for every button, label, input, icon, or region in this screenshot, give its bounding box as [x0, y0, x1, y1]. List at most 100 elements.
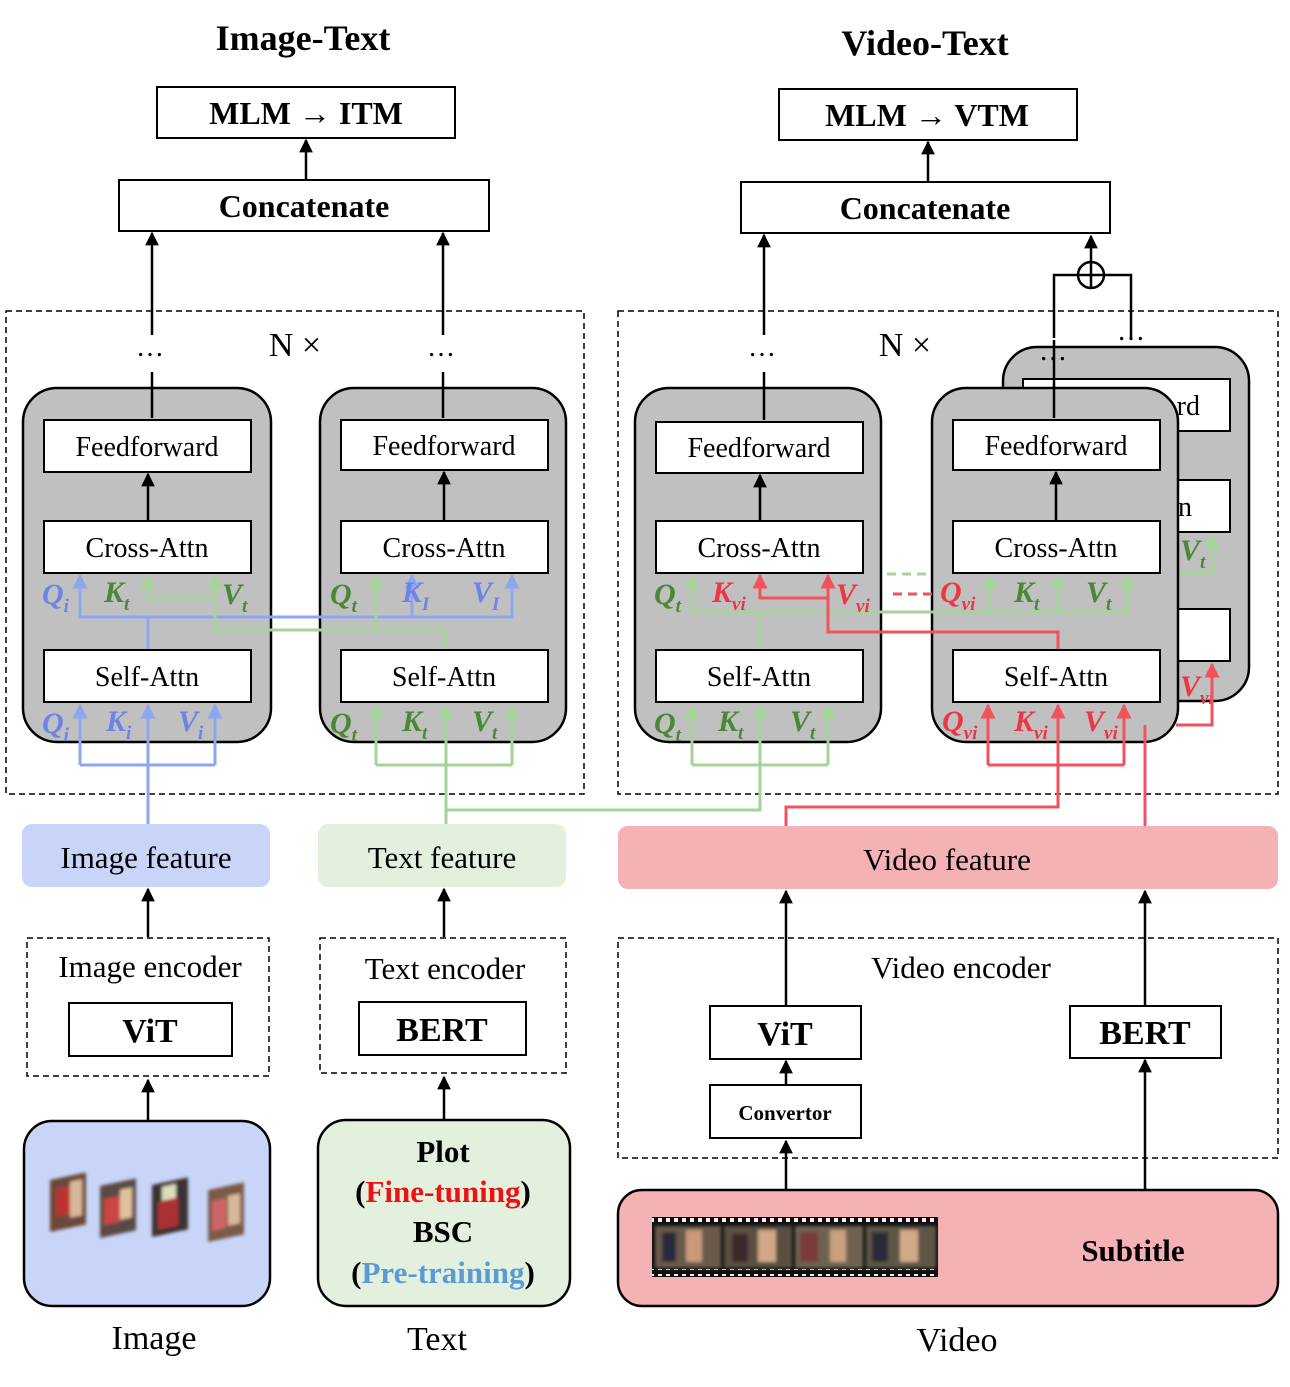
text-self-attn-box	[340, 649, 549, 703]
text-feature-box	[318, 824, 566, 887]
svg-text:Qvi: Qvi	[942, 705, 978, 744]
video-feature-label: Video feature	[863, 842, 1031, 877]
vt-text-feedforward-label: Feedforward	[687, 433, 830, 464]
svg-text:Kt: Kt	[401, 705, 428, 744]
video-cross-attn-box	[952, 520, 1161, 574]
image-feature-flow-lines	[72, 573, 520, 824]
text-feedforward-box	[340, 419, 549, 471]
convertor-box	[709, 1084, 862, 1139]
svg-text:Kvi: Kvi	[1013, 705, 1048, 744]
text-input-plot: Plot	[416, 1134, 470, 1169]
svg-text:Qvi: Qvi	[940, 576, 976, 615]
image-text-concat-box: Concatenate	[118, 179, 490, 232]
image-text-concat-label: Concatenate	[219, 188, 390, 224]
video-text-layer-repeat: N ×	[879, 327, 931, 364]
text-caption: Text	[407, 1321, 467, 1358]
image-vit-label: ViT	[122, 1013, 178, 1050]
text-feature-label: Text feature	[368, 840, 516, 875]
video-back-red-input	[1176, 662, 1220, 727]
svg-text:Qt: Qt	[330, 578, 358, 617]
vt-text-self-attn-inputs: Qt Kt Vt	[654, 705, 816, 746]
video-back-green-input	[1180, 533, 1220, 575]
svg-text:Kt: Kt	[103, 576, 130, 615]
text-cross-attn-inputs: Qt KI VI	[330, 576, 500, 617]
video-feature-flow-lines	[752, 573, 1147, 826]
vt-text-cross-attn-box	[655, 520, 864, 574]
image-text-layer-stack-border	[5, 310, 585, 795]
text-input-pre-training: (Pre-training)	[351, 1255, 535, 1290]
video-text-concat-box: Concatenate	[740, 181, 1111, 234]
text-encoder-border	[319, 937, 567, 1074]
video-bert-label: BERT	[1099, 1015, 1191, 1052]
video-self-attn-label: Self-Attn	[1004, 662, 1108, 693]
video-cross-attn-label: Cross-Attn	[995, 533, 1118, 564]
image-encoder-border	[26, 937, 270, 1077]
text-stream-ellipsis: …	[427, 332, 455, 363]
video-text-title: Video-Text	[841, 23, 1008, 63]
vt-text-cross-attn-label: Cross-Attn	[698, 533, 821, 564]
video-caption: Video	[916, 1322, 997, 1359]
svg-text:Vt: Vt	[222, 578, 248, 617]
svg-text:VI: VI	[472, 576, 500, 615]
vt-text-self-attn-box	[655, 649, 864, 703]
vt-text-feedforward-box	[655, 421, 864, 474]
svg-text:Qt: Qt	[654, 707, 682, 746]
itm-task-box: MLM → ITM	[156, 86, 456, 139]
image-vit-box	[68, 1002, 233, 1057]
svg-text:Qt: Qt	[654, 578, 682, 617]
image-frame-icon	[50, 1172, 244, 1242]
image-caption: Image	[112, 1320, 197, 1357]
image-cross-attn-label: Cross-Attn	[86, 533, 209, 564]
svg-text:Kt: Kt	[717, 705, 744, 744]
video-encoder-label: Video encoder	[871, 950, 1051, 985]
video-text-layer-stack-border	[617, 310, 1279, 795]
text-feedforward-label: Feedforward	[372, 431, 515, 462]
svg-text:KI: KI	[401, 576, 430, 615]
convertor-label: Convertor	[738, 1101, 831, 1125]
image-self-attn-inputs: Qi Ki Vi	[42, 705, 204, 746]
image-input-box	[22, 1119, 272, 1308]
vt-text-flow-lines	[444, 573, 1136, 824]
video-cross-attn-inputs: Qvi Kt Vt	[940, 576, 1112, 615]
video-feature-box	[618, 826, 1278, 889]
svg-text:Kvi: Kvi	[711, 576, 746, 615]
image-encoder-label: Image encoder	[58, 949, 242, 984]
vtm-task-box: MLM → VTM	[778, 88, 1078, 141]
video-feedforward-box	[952, 419, 1161, 471]
svg-text:Vt: Vt	[1180, 534, 1206, 573]
text-bert-label: BERT	[396, 1012, 488, 1049]
video-back-feedforward-label: rd	[1177, 391, 1200, 422]
text-self-attn-inputs: Qt Kt Vt	[330, 705, 498, 746]
text-encoder-label: Text encoder	[365, 951, 526, 986]
video-feedforward-label: Feedforward	[984, 431, 1127, 462]
video-vit-box	[709, 1005, 862, 1060]
text-cross-attn-label: Cross-Attn	[383, 533, 506, 564]
image-text-title: Image-Text	[216, 18, 391, 58]
video-bert-box	[1069, 1005, 1222, 1059]
svg-text:Vvi: Vvi	[1084, 705, 1118, 744]
video-stream-ellipsis: …	[1039, 336, 1067, 367]
sum-circle-icon	[1052, 234, 1133, 338]
text-self-attn-label: Self-Attn	[392, 662, 496, 693]
svg-text:Qi: Qi	[42, 707, 70, 746]
vtm-task-label: MLM → VTM	[825, 97, 1029, 133]
video-self-attn-inputs: Qvi Kvi Vvi	[942, 705, 1118, 744]
image-text-layer-repeat: N ×	[269, 327, 321, 364]
svg-text:Vt: Vt	[790, 705, 816, 744]
svg-text:Vt: Vt	[472, 705, 498, 744]
video-back-cross-attn-label: n	[1178, 492, 1192, 523]
image-cross-attn-box	[43, 520, 252, 574]
text-input-bsc: BSC	[413, 1214, 473, 1249]
subtitle-label: Subtitle	[1081, 1233, 1184, 1268]
text-feature-flow-lines	[140, 573, 520, 824]
svg-text:Qt: Qt	[330, 707, 358, 746]
image-feedforward-box	[43, 419, 252, 473]
text-input-box	[316, 1118, 572, 1308]
itm-task-label: MLM → ITM	[209, 95, 403, 131]
image-feature-box	[22, 824, 270, 887]
image-feedforward-label: Feedforward	[75, 432, 218, 463]
image-self-attn-label: Self-Attn	[95, 662, 199, 693]
vt-text-cross-attn-inputs: Qt Kvi Vvi	[654, 576, 870, 617]
video-self-attn-box	[952, 649, 1161, 703]
